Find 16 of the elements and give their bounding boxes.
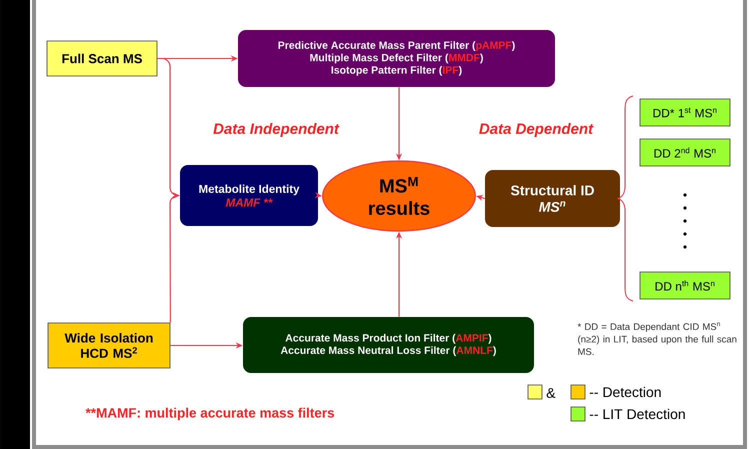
input-box: Full Scan MS: [46, 40, 158, 76]
filter-box: Accurate Mass Product Ion Filter (AMPIF) Accurate Mass Neutral Loss Filter (AMNLF): [243, 317, 534, 373]
legend-text: -- LIT Detection: [590, 408, 685, 420]
section-heading: Data Dependent: [479, 123, 594, 137]
input-box: Wide Isolation HCD MS$^{2}$: [48, 322, 170, 368]
process-box: Structural ID MS$^{n}$: [485, 170, 620, 227]
footnote-text: **MAMF: multiple accurate mass filters: [86, 408, 334, 420]
filter-box: Predictive Accurate Mass Parent Filter (pAMPF) Multiple Mass Defect Filter (MMDF) Isotope Pattern Filter (IPF): [238, 30, 555, 87]
section-heading: Data Independent: [213, 123, 340, 137]
scan-box: DD 2$^{nd}$ MS$^{n}$: [640, 138, 730, 166]
scan-box: DD n$^{th}$ MS$^{n}$: [640, 272, 730, 300]
legend-text: -- Detection: [590, 386, 661, 398]
legend-text: &: [546, 388, 556, 398]
scan-box: DD* 1$^{st}$ MS$^{n}$: [640, 98, 730, 126]
process-box: Metabolite Identity MAMF **: [180, 165, 318, 226]
footnote-text: * DD = Data Dependant CID MS$^{n}$ (n≥2) in LIT, based upon the full scan MS.: [578, 322, 736, 356]
